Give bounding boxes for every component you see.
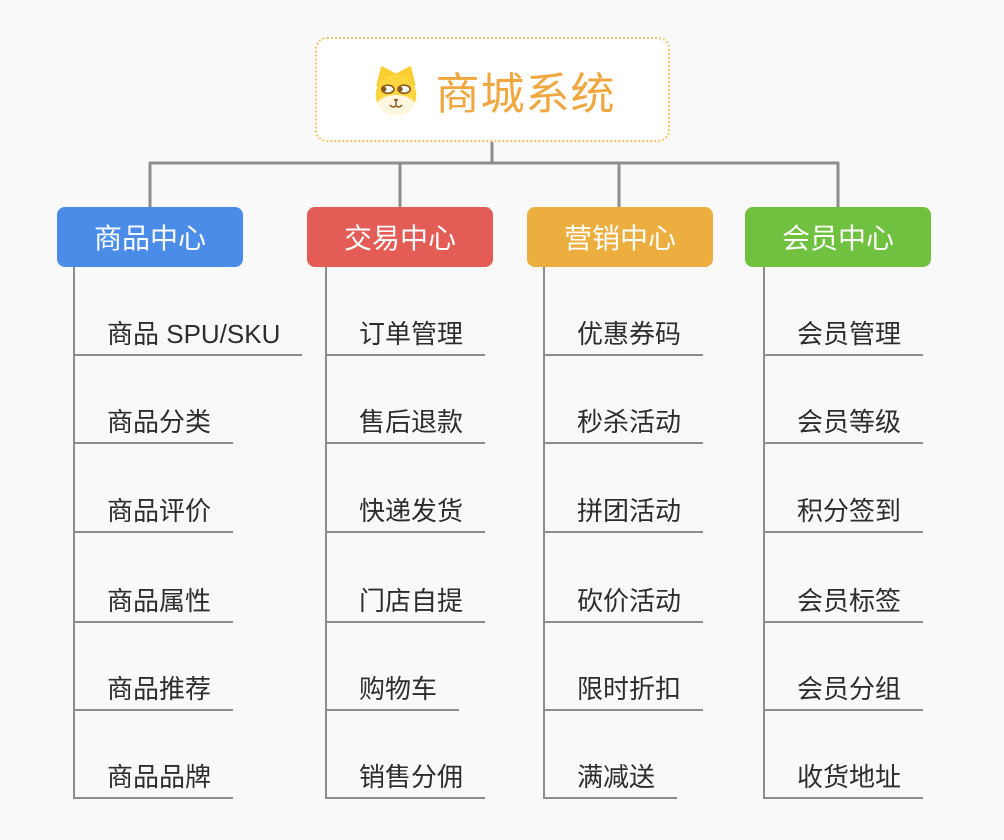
leaf-node-shipping-address[interactable]: 收货地址 [763,757,924,799]
branch-connector-line [763,267,765,799]
doge-face-icon [370,64,422,116]
branch-node-trade-center[interactable]: 交易中心 [307,207,493,267]
leaf-node-shopping-cart[interactable]: 购物车 [325,669,460,711]
root-title: 商城系统 [435,69,616,119]
branch-rail-line [148,161,840,207]
leaf-node-flash-sale[interactable]: 秒杀活动 [543,402,704,444]
leaf-node-limited-time-discount[interactable]: 限时折扣 [543,669,704,711]
leaf-node-express-shipping[interactable]: 快递发货 [325,491,486,533]
leaf-node-order-management[interactable]: 订单管理 [325,314,486,356]
root-node[interactable]: 商城系统 [315,37,670,142]
leaf-node-member-tags[interactable]: 会员标签 [763,581,924,623]
leaf-node-sales-commission[interactable]: 销售分佣 [325,757,486,799]
leaf-node-spend-and-save[interactable]: 满减送 [543,757,678,799]
branch-node-member-center[interactable]: 会员中心 [745,207,931,267]
branch-node-marketing-center[interactable]: 营销中心 [527,207,713,267]
leaf-node-points-checkin[interactable]: 积分签到 [763,491,924,533]
leaf-node-product-attribute[interactable]: 商品属性 [73,581,234,623]
branch-connector-line [73,267,75,799]
leaf-node-product-review[interactable]: 商品评价 [73,491,234,533]
leaf-node-bargain-activity[interactable]: 砍价活动 [543,581,704,623]
leaf-node-coupon-code[interactable]: 优惠券码 [543,314,704,356]
leaf-node-member-groups[interactable]: 会员分组 [763,669,924,711]
leaf-node-product-spu-sku[interactable]: 商品 SPU/SKU [73,314,303,356]
leaf-node-member-level[interactable]: 会员等级 [763,402,924,444]
branch-connector-line [325,267,327,799]
leaf-node-group-buy[interactable]: 拼团活动 [543,491,704,533]
branch-connector-line [543,267,545,799]
branch-node-product-center[interactable]: 商品中心 [57,207,243,267]
leaf-node-product-recommend[interactable]: 商品推荐 [73,669,234,711]
leaf-node-member-management[interactable]: 会员管理 [763,314,924,356]
leaf-node-aftersale-refund[interactable]: 售后退款 [325,402,486,444]
leaf-node-store-pickup[interactable]: 门店自提 [325,581,486,623]
leaf-node-product-brand[interactable]: 商品品牌 [73,757,234,799]
leaf-node-product-category[interactable]: 商品分类 [73,402,234,444]
